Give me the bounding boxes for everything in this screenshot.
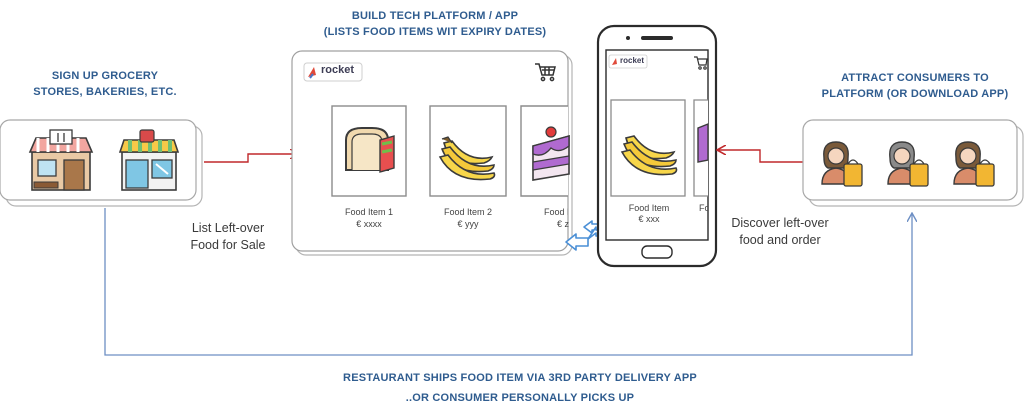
signup-heading-line2: STORES, BAKERIES, ETC. bbox=[33, 86, 177, 98]
platform-item-name: Food I bbox=[544, 207, 568, 217]
order-arrow bbox=[718, 150, 806, 163]
ship-heading-line2: ..OR CONSUMER PERSONALLY PICKS UP bbox=[405, 392, 635, 404]
consumer-icon bbox=[953, 141, 995, 187]
phone-item-name: Food Item bbox=[628, 203, 670, 213]
phone-item-name: Fo bbox=[699, 203, 708, 213]
delivery-return-line bbox=[104, 208, 912, 356]
cart-icon bbox=[694, 56, 708, 70]
build-heading-line1: BUILD TECH PLATFORM / APP bbox=[351, 10, 519, 22]
attract-heading: ATTRACT CONSUMERS TO PLATFORM (OR DOWNLO… bbox=[820, 70, 1010, 102]
rocket-logo-icon bbox=[303, 62, 363, 82]
platform-item-frame bbox=[429, 105, 507, 197]
banana-icon bbox=[438, 136, 496, 181]
platform-item-price: € z bbox=[557, 219, 570, 229]
platform-item-name: Food Item 1 bbox=[344, 207, 394, 217]
ship-heading: RESTAURANT SHIPS FOOD ITEM VIA 3RD PARTY… bbox=[270, 368, 770, 408]
list-food-note-line2: Food for Sale bbox=[190, 238, 266, 252]
ship-heading-line1: RESTAURANT SHIPS FOOD ITEM VIA 3RD PARTY… bbox=[343, 372, 697, 384]
phone-item-frame bbox=[610, 99, 686, 197]
phone-brand: rocket bbox=[620, 56, 645, 65]
platform-item-price: € xxxx bbox=[356, 219, 382, 229]
grocery-store-icon bbox=[118, 129, 180, 191]
list-food-note-line1: List Left-over bbox=[191, 221, 265, 235]
build-heading: BUILD TECH PLATFORM / APP (LISTS FOOD IT… bbox=[300, 8, 570, 40]
platform-item-name: Food Item 2 bbox=[443, 207, 493, 217]
platform-brand: rocket bbox=[321, 64, 355, 76]
signup-heading-line1: SIGN UP GROCERY bbox=[51, 70, 159, 82]
consumer-icon bbox=[887, 141, 929, 187]
cake-icon bbox=[697, 122, 709, 163]
rocket-logo-icon bbox=[608, 54, 648, 69]
list-food-arrow bbox=[204, 154, 298, 163]
list-food-note: List Left-over Food for Sale bbox=[178, 220, 278, 254]
build-heading-line2: (LISTS FOOD ITEMS WIT EXPIRY DATES) bbox=[323, 26, 547, 38]
restaurant-store-icon bbox=[28, 129, 94, 191]
consumer-icon bbox=[821, 141, 863, 187]
attract-heading-line1: ATTRACT CONSUMERS TO bbox=[841, 72, 989, 84]
discover-note: Discover left-over food and order bbox=[718, 215, 842, 249]
discover-note-line1: Discover left-over bbox=[731, 216, 829, 230]
sandwich-icon bbox=[345, 127, 395, 173]
discover-note-line2: food and order bbox=[739, 233, 821, 247]
platform-item-price: € yyy bbox=[457, 219, 479, 229]
attract-heading-line2: PLATFORM (OR DOWNLOAD APP) bbox=[821, 88, 1009, 100]
phone-item-price: € xxx bbox=[638, 214, 660, 224]
cake-icon bbox=[532, 126, 570, 181]
signup-heading: SIGN UP GROCERY STORES, BAKERIES, ETC. bbox=[30, 68, 180, 100]
banana-icon bbox=[620, 135, 678, 176]
cart-icon bbox=[535, 63, 556, 82]
